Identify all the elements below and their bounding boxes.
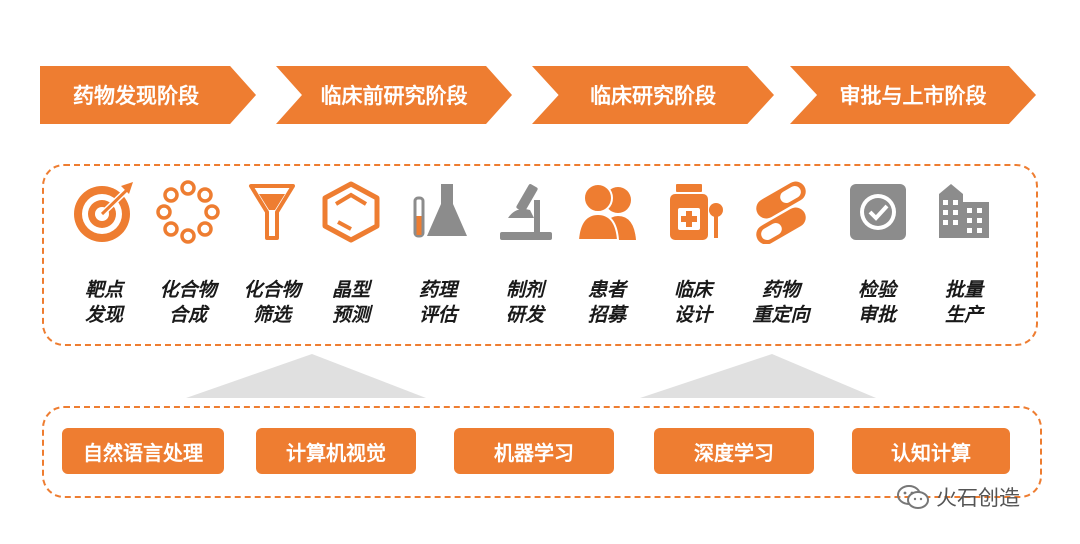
app-crystal-prediction: 晶型预测: [306, 180, 396, 328]
app-compound-screening: 化合物筛选: [227, 180, 317, 328]
app-compound-synthesis: 化合物合成: [143, 180, 233, 328]
tech-cognitive-computing: 认知计算: [852, 428, 1010, 474]
label-line2: 研发: [505, 304, 544, 326]
patients-icon: [576, 183, 636, 241]
wechat-icon: [897, 485, 929, 509]
label-line2: 预测: [331, 304, 370, 326]
applications-panel: [42, 164, 1038, 346]
target-icon: [74, 182, 133, 242]
funnel-icon: [249, 184, 295, 240]
stage-approval-market: 审批与上市阶段: [790, 66, 1036, 124]
microscope-icon: [500, 184, 552, 240]
label-line1: 靶点: [84, 279, 123, 301]
label-line2: 审批: [857, 304, 896, 326]
label-line1: 化合物: [159, 279, 217, 301]
label-line1: 药理: [418, 279, 457, 301]
label-line2: 招募: [587, 304, 626, 326]
app-inspection-approval: 检验审批: [832, 180, 922, 328]
stage-preclinical: 临床前研究阶段: [276, 66, 512, 124]
hexagon-crystal-icon: [322, 181, 380, 243]
label-line1: 制剂: [505, 279, 544, 301]
label-line1: 药物: [761, 279, 800, 301]
app-pharmacology-eval: 药理评估: [393, 180, 483, 328]
tech-computer-vision: 计算机视觉: [256, 428, 416, 474]
label-line1: 批量: [944, 279, 983, 301]
app-drug-repurposing: 药物重定向: [736, 180, 826, 328]
tech-nlp: 自然语言处理: [62, 428, 224, 474]
app-clinical-design: 临床设计: [648, 180, 738, 328]
label-line1: 晶型: [331, 279, 370, 301]
label-line2: 筛选: [252, 304, 291, 326]
stage-drug-discovery: 药物发现阶段: [40, 66, 256, 124]
tech-machine-learning: 机器学习: [454, 428, 614, 474]
connector-triangle-right: [640, 354, 876, 398]
tech-deep-learning: 深度学习: [654, 428, 814, 474]
label-line1: 化合物: [243, 279, 301, 301]
factory-icon: [939, 184, 989, 238]
app-target-discovery: 靶点发现: [59, 180, 149, 328]
label-line1: 临床: [673, 279, 712, 301]
watermark-text: 火石创造: [936, 486, 1020, 510]
stage-label: 临床研究阶段: [590, 84, 716, 108]
stage-clinical: 临床研究阶段: [532, 66, 774, 124]
label-line1: 检验: [857, 279, 896, 301]
app-mass-production: 批量生产: [919, 180, 1009, 328]
app-formulation-rd: 制剂研发: [480, 180, 570, 328]
app-patient-recruitment: 患者招募: [562, 180, 652, 328]
connector-triangle-left: [186, 354, 426, 398]
flask-icon: [413, 184, 467, 238]
watermark: 火石创造: [896, 482, 1020, 512]
stage-label: 临床前研究阶段: [320, 84, 468, 108]
label-line2: 发现: [84, 304, 123, 326]
medicine-bottle-icon: [670, 184, 723, 240]
stage-label: 药物发现阶段: [73, 84, 199, 108]
checkmark-box-icon: [850, 184, 906, 240]
label-line2: 重定向: [752, 304, 810, 326]
label-line2: 评估: [418, 304, 457, 326]
label-line2: 生产: [944, 304, 983, 326]
technologies-panel: [42, 406, 1042, 498]
label-line1: 患者: [587, 279, 626, 301]
label-line2: 设计: [673, 304, 712, 326]
capsule-icon: [756, 181, 806, 244]
label-line2: 合成: [168, 304, 207, 326]
stage-label: 审批与上市阶段: [839, 84, 987, 108]
molecule-ring-icon: [156, 180, 220, 244]
